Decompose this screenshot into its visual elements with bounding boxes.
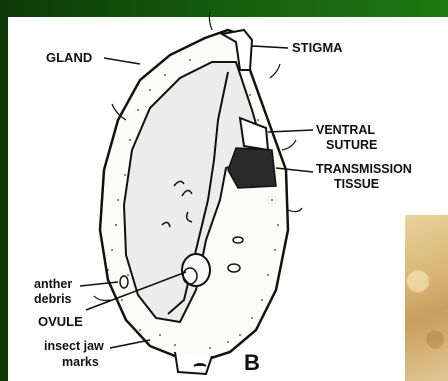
label-stigma: STIGMA — [292, 40, 343, 55]
label-ventral: VENTRAL — [316, 123, 375, 137]
label-tissue: TISSUE — [334, 177, 379, 191]
panel-letter: B — [244, 350, 260, 375]
label-insect-jaw: insect jaw — [44, 339, 104, 353]
label-suture: SUTURE — [326, 138, 377, 152]
label-debris: debris — [34, 292, 72, 306]
transmission-tissue-shape — [228, 148, 276, 188]
label-transmission: TRANSMISSION — [316, 162, 412, 176]
label-ovule: OVULE — [38, 314, 83, 329]
label-marks: marks — [62, 355, 99, 369]
label-anther: anther — [34, 277, 72, 291]
label-gland: GLAND — [46, 50, 92, 65]
